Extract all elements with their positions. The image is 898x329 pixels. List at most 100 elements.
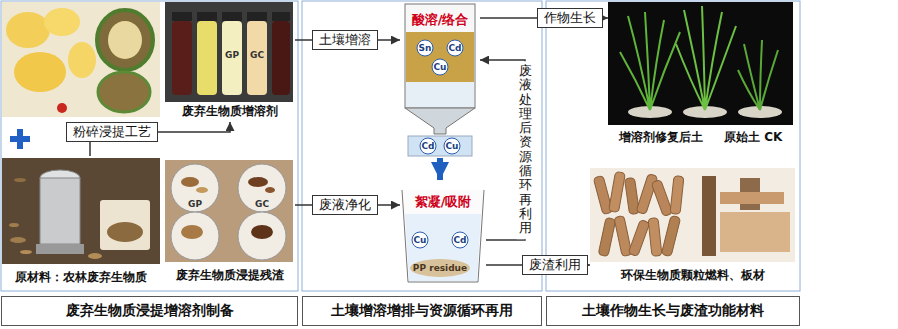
ion-label: Cu [433,62,446,72]
purification-beaker [410,259,470,277]
fruit-photo [2,2,160,117]
section-frame [546,1,800,291]
residue-photo [251,225,273,239]
vial-photo [197,21,217,95]
plus-sign [10,129,30,149]
pellet-board-photo [670,176,684,215]
residue-photo [171,164,219,212]
grinder-photo [14,178,26,182]
arrow-label: 废渣利用 [522,255,588,275]
pellet-board-photo [720,212,790,252]
dissolution-beaker [406,32,474,82]
ion-symbol [432,59,448,75]
node-text: 原始土 CK [722,129,784,145]
fruit-photo [2,2,160,117]
dissolution-beaker [408,136,472,156]
ion-symbol [447,40,463,56]
grinder-photo [2,158,160,264]
pellet-board-photo [636,173,658,214]
ion-label: Cu [413,235,426,245]
fruit-photo [98,72,150,112]
arrow-label: 作物生长 [537,8,603,28]
residue-photo [171,212,219,260]
vial-photo [222,12,242,21]
beaker-box: 酸溶/络合 [400,4,480,158]
fruit-photo [44,8,80,36]
photo-caption-box: 增溶剂修复后土 原始土 CK [608,2,793,148]
residue-photo [238,212,286,260]
dish-label: GP [188,199,202,209]
grinder-photo [10,237,26,243]
node-text: 土壤增溶增排与资源循环再用 [331,302,513,320]
fruit-photo [68,42,96,78]
dissolution-beaker [405,4,475,156]
plant-photo [608,2,793,125]
ion-symbol [452,232,468,248]
node-text: 废弃生物质浸提残渣 [174,267,286,283]
grinder-photo [20,250,32,254]
ion-symbol [412,40,468,248]
section-caption: 土壤作物生长与废渣功能材料 [546,296,800,326]
plant-photo [608,2,793,125]
purification-beaker [405,214,481,281]
photo-caption-box: 废弃生物质浸提残渣 [165,160,295,286]
vial-photo [247,12,267,21]
ion-label: Cd [453,235,466,245]
section-caption: 土壤增溶增排与资源循环再用 [302,296,542,326]
grinder-photo [40,178,80,244]
pellet-board-photo [590,168,795,262]
plant-photo [738,40,778,110]
node-text: 废弃生物质增溶剂 [180,103,280,119]
dissolution-beaker [406,82,474,107]
node-text: 酸溶/络合 [412,12,469,28]
vial-photo [272,12,290,21]
residue-photo [165,160,293,262]
pellet-board-photo [648,218,662,257]
dissolution-beaker [405,4,475,108]
node-text: 增溶剂修复后土 [617,129,705,145]
section-frame [302,1,542,291]
ion-symbol [444,138,460,154]
node-text: 絮凝/吸附 [415,194,472,210]
grinder-photo [9,223,19,227]
fruit-photo [14,52,66,92]
pellet-board-photo [702,176,716,256]
plus-sign [17,129,23,149]
connector-arrow [437,158,443,180]
photo-caption-box: 环保生物质颗粒燃料、板材 [590,168,795,286]
residue-photo [181,225,203,239]
ion-label: Cd [448,43,461,53]
pellet-board-photo [661,215,680,256]
vial-photo [172,21,192,95]
residue-photo [165,160,293,262]
pellet-board-photo [720,192,784,204]
ion-label: Cu [445,141,458,151]
node-text: 环保生物质颗粒燃料、板材 [619,267,767,283]
ion-symbol [417,40,433,56]
residue-label: PP residue [413,263,467,273]
pellet-board-photo [590,168,795,262]
vial-photo [222,21,242,95]
residue-photo [196,187,208,193]
vial-photo [165,2,293,102]
residue-photo [181,177,199,187]
ion-symbol [412,232,428,248]
fruit-photo [108,21,142,59]
vial-photo [172,12,192,21]
pellet-board-photo [651,179,673,216]
plant-photo [676,6,736,110]
vial-photo [272,21,290,95]
photo-caption-box: 废弃生物质增溶剂 [165,2,295,122]
plant-photo [620,12,680,110]
vial-photo [197,12,217,21]
section-frame [1,1,800,291]
ion-label: Sn [419,43,432,53]
node-text: 废弃生物质浸提增溶剂制备 [66,302,234,320]
fruit-photo [57,103,67,113]
vial-label: GC [250,50,264,60]
photo-caption-box: 原材料：农林废弃生物质 [2,156,160,288]
section-caption: 废弃生物质浸提增溶剂制备 [1,296,298,326]
vial-photo [247,21,267,95]
purification-beaker [402,190,484,282]
